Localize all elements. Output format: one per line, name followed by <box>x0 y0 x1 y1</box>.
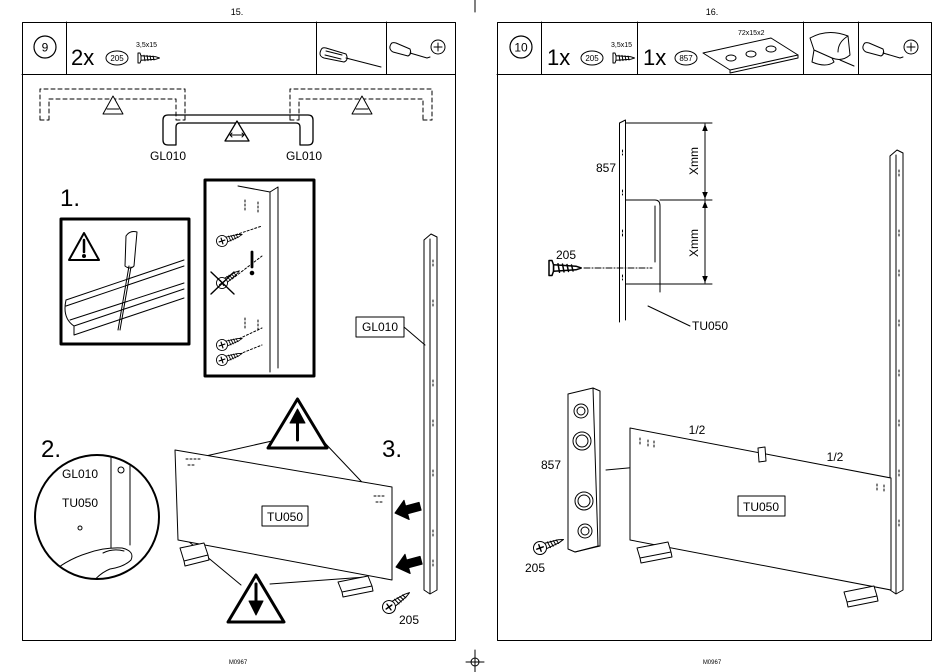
part-code: 205 <box>585 54 599 63</box>
substep-2-label: 2. <box>41 436 61 463</box>
hole <box>118 467 124 473</box>
arrow-left-icon <box>392 497 422 523</box>
leader-line <box>404 327 425 345</box>
warning-triangle-icon <box>225 121 249 141</box>
hole <box>78 526 82 530</box>
flat-screwdriver-icon <box>320 48 381 67</box>
warning-triangle-icon <box>228 575 284 622</box>
page-16: 16. 10 1x 205 3,5x15 1x 857 72x15x2 <box>497 7 932 666</box>
part-size: 3,5x15 <box>136 42 157 49</box>
back-panel-label: TU050 <box>267 510 303 524</box>
phillips-screwdriver-icon <box>863 40 918 58</box>
page-number: 16. <box>706 7 719 17</box>
clamp-icon <box>810 32 854 66</box>
page-15: 15. 9 2x 205 3,5x15 <box>22 7 456 666</box>
exclamation-icon <box>250 252 254 275</box>
back-panel-assembly: 1/2 1/2 TU050 <box>630 423 891 607</box>
part-code: 205 <box>110 54 124 63</box>
substep-3-label: 3. <box>382 436 402 463</box>
part-code: 857 <box>679 54 693 63</box>
half-mark: 1/2 <box>827 450 844 464</box>
substep-1-label: 1. <box>60 185 80 212</box>
profile-diagram: GL010 GL010 <box>40 89 432 163</box>
side-panel <box>890 150 903 594</box>
screw-icon <box>138 53 160 63</box>
step-header: 10 1x 205 3,5x15 1x 857 72x15x2 <box>497 22 931 75</box>
half-mark: 1/2 <box>689 423 706 437</box>
page-number: 15. <box>231 7 244 17</box>
back-panel-label: TU050 <box>743 500 779 514</box>
part-size: 3,5x15 <box>611 42 632 49</box>
connector-plate-icon <box>703 38 798 73</box>
part-label-left: GL010 <box>150 149 186 163</box>
part-label-right: GL010 <box>286 149 322 163</box>
plate-label: 857 <box>541 458 561 472</box>
connector-plate <box>568 388 600 552</box>
connector-clip <box>758 447 766 462</box>
dimension-label: Xmm <box>687 229 701 257</box>
document-code: M0967 <box>703 660 722 666</box>
back-panel-assembly: TU050 205 <box>175 399 424 627</box>
screw-icon <box>613 53 635 63</box>
side-panel-label: GL010 <box>362 320 398 334</box>
part-size: 72x15x2 <box>738 30 765 37</box>
screw-icon <box>380 587 413 616</box>
document-code: M0967 <box>229 660 248 666</box>
crop-mark-bottom <box>466 650 484 672</box>
connector-profile <box>626 200 660 292</box>
part-quantity: 2x <box>71 45 94 70</box>
foot-block <box>180 543 209 566</box>
dimension-label: Xmm <box>687 147 701 175</box>
screw-label: 205 <box>399 613 419 627</box>
detail-side-panel-label: GL010 <box>62 467 98 481</box>
screw-position-box <box>205 180 314 376</box>
detail-back-panel-label: TU050 <box>62 496 98 510</box>
foot-block <box>844 586 878 607</box>
phillips-screwdriver-icon <box>390 40 445 58</box>
part-quantity: 1x <box>643 45 666 70</box>
screw-icon <box>549 261 581 276</box>
foot-block <box>637 542 672 563</box>
magnified-detail: GL010 TU050 <box>35 455 159 610</box>
connector-position-detail: Xmm Xmm 857 205 TU050 <box>549 120 728 333</box>
part-quantity: 1x <box>547 45 570 70</box>
leader-line <box>648 306 690 326</box>
step-number: 10 <box>514 41 528 55</box>
connector-label: 857 <box>596 161 616 175</box>
step-header: 9 2x 205 3,5x15 <box>22 22 455 75</box>
step-number: 9 <box>42 41 49 55</box>
arrow-left-icon <box>393 551 423 577</box>
screw-icon <box>532 533 566 556</box>
back-panel-callout: TU050 <box>692 319 728 333</box>
screw-label: 205 <box>556 248 576 262</box>
panel-edges <box>111 455 130 548</box>
caution-detail-box <box>61 219 189 344</box>
warning-triangle-icon <box>268 399 327 448</box>
screw-label: 205 <box>525 561 545 575</box>
exclamation-icon <box>83 240 86 258</box>
side-panel <box>424 234 437 594</box>
detail-box-frame <box>61 219 189 344</box>
